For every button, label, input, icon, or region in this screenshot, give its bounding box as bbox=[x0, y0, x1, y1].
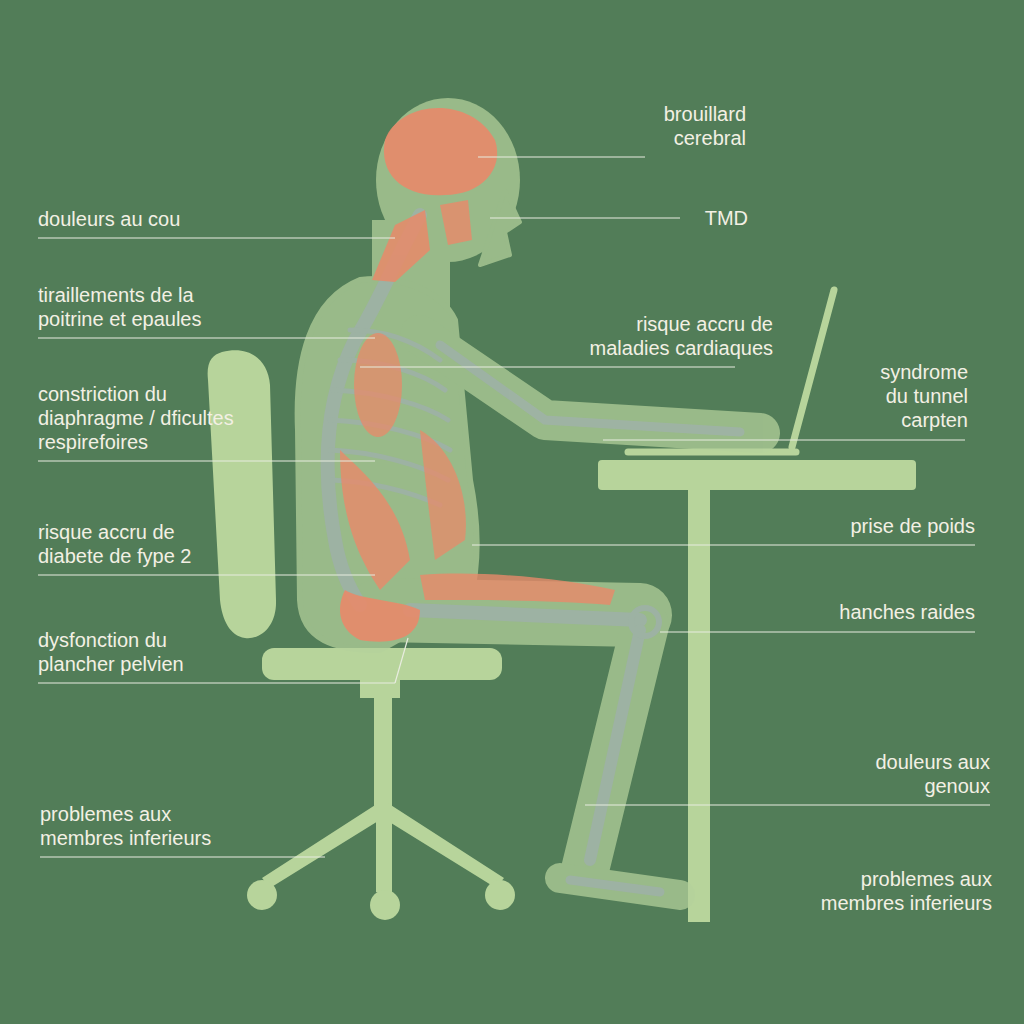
callout-label: risque accru de maladies cardiaques bbox=[558, 312, 773, 360]
callout-label: brouillard cerebral bbox=[616, 102, 746, 150]
callout-label: constriction du diaphragme / dficultes r… bbox=[38, 382, 270, 454]
callout-label: dysfonction du plancher pelvien bbox=[38, 628, 228, 676]
callout-label: douleurs au cou bbox=[38, 207, 338, 231]
callout-label: risque accru de diabete de fype 2 bbox=[38, 520, 230, 568]
callout-label: problemes aux membres inferieurs bbox=[40, 802, 245, 850]
callout-label: syndrome du tunnel carpten bbox=[856, 360, 968, 432]
muscles-organs bbox=[340, 108, 615, 642]
body-silhouette bbox=[298, 98, 760, 895]
callout-label: prise de poids bbox=[775, 514, 975, 538]
callout-label: problemes aux membres inferieurs bbox=[777, 867, 992, 915]
callout-label: tiraillements de la poitrine et epaules bbox=[38, 283, 238, 331]
callout-label: hanches raides bbox=[775, 600, 975, 624]
callout-label: TMD bbox=[678, 206, 748, 230]
callout-label: douleurs aux genoux bbox=[838, 750, 990, 798]
leader-lines bbox=[38, 157, 990, 857]
